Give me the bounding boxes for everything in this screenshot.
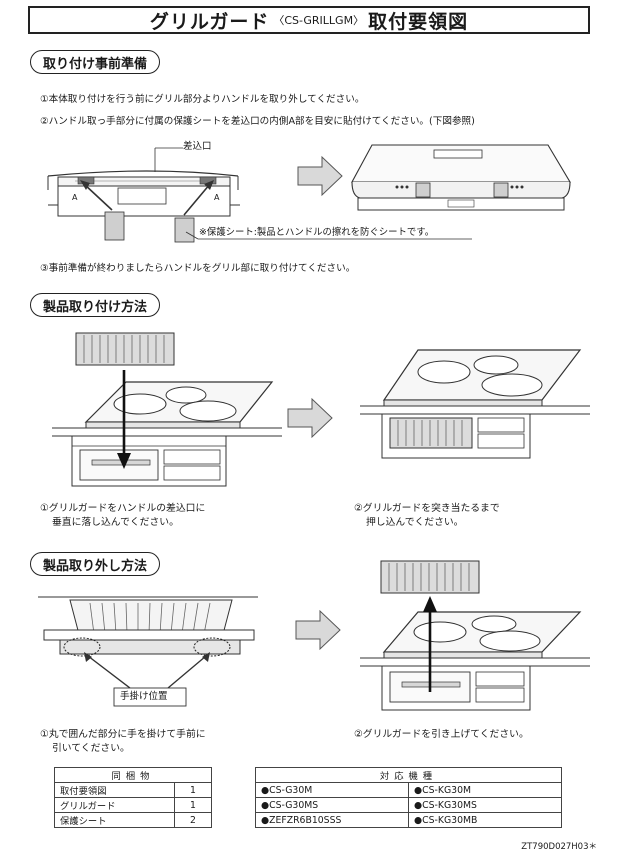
model-cell: ●CS-G30M: [255, 782, 409, 798]
install-caption-1-line1: ①グリルガードをハンドルの差込口に: [40, 503, 206, 514]
model-cell: ●CS-KG30MB: [408, 812, 562, 828]
removal-caption-2: ②グリルガードを引き上げてください。: [354, 729, 529, 740]
model-name: ZEFZR6B10SSS: [269, 814, 342, 826]
install-caption-2-line2: 押し込んでください。: [366, 517, 464, 528]
label-a-left: A: [72, 193, 78, 202]
bullet-icon: ●: [414, 784, 423, 796]
section-heading-install: 製品取り付け方法: [30, 293, 161, 317]
label-grip-position: 手掛け位置: [120, 691, 168, 702]
table-row: 同梱物: [54, 767, 212, 783]
contents-table-header: 同梱物: [54, 767, 212, 783]
right-arrow-icon-2: [287, 397, 333, 439]
contents-qty: 1: [174, 797, 212, 813]
model-cell: ●CS-KG30MS: [408, 797, 562, 813]
document-code: ZT790D027H03＊: [521, 842, 597, 852]
prep-step-2: ②ハンドル取っ手部分に付属の保護シートを差込口の内側A部を目安に貼付けてください…: [40, 116, 475, 127]
models-table: 対応機種 ●CS-G30M ●CS-KG30M ●CS-G30MS ●CS-KG…: [255, 767, 562, 828]
right-arrow-icon-3: [295, 609, 341, 651]
section-heading-install-text: 製品取り付け方法: [43, 299, 148, 315]
model-name: CS-KG30MB: [422, 814, 478, 826]
model-cell: ●CS-KG30M: [408, 782, 562, 798]
title-box: グリルガード 〈CS-GRILLGM〉 取付要領図: [28, 6, 590, 34]
title-main-left: グリルガード: [149, 10, 270, 33]
removal-caption-1-line2: 引いてください。: [52, 743, 130, 754]
prep-step-3: ③事前準備が終わりましたらハンドルをグリル部に取り付けてください。: [40, 263, 356, 274]
contents-table: 同梱物 取付要領図 1 グリルガード 1 保護シート 2: [54, 767, 212, 828]
install-caption-1-line2: 垂直に落し込んでください。: [52, 517, 179, 528]
bullet-icon: ●: [414, 799, 423, 811]
title-main-right: 取付要領図: [368, 10, 469, 33]
bullet-icon: ●: [261, 799, 270, 811]
model-name: CS-G30M: [269, 784, 313, 796]
section-heading-prep: 取り付け事前準備: [30, 50, 161, 74]
section-heading-removal-text: 製品取り外し方法: [43, 558, 148, 574]
removal-caption-1-line1: ①丸で囲んだ部分に手を掛けて手前に: [40, 729, 206, 740]
table-row: ●CS-G30MS ●CS-KG30MS: [255, 797, 562, 813]
table-row: 対応機種: [255, 767, 562, 783]
install-caption-2-line1: ②グリルガードを突き当たるまで: [354, 503, 500, 514]
section-heading-prep-text: 取り付け事前準備: [43, 56, 148, 72]
contents-qty: 1: [174, 782, 212, 798]
bullet-icon: ●: [414, 814, 423, 826]
protective-sheet-note: ※保護シート:製品とハンドルの擦れを防ぐシートです。: [199, 227, 435, 238]
section-heading-removal: 製品取り外し方法: [30, 552, 161, 576]
right-arrow-icon-1: [297, 155, 343, 197]
table-row: 保護シート 2: [54, 812, 212, 828]
table-row: グリルガード 1: [54, 797, 212, 813]
model-cell: ●ZEFZR6B10SSS: [255, 812, 409, 828]
model-name: CS-G30MS: [269, 799, 319, 811]
contents-item: 保護シート: [54, 812, 175, 828]
contents-item: グリルガード: [54, 797, 175, 813]
table-row: 取付要領図 1: [54, 782, 212, 798]
label-inlet: 差込口: [183, 141, 212, 152]
model-cell: ●CS-G30MS: [255, 797, 409, 813]
model-name: CS-KG30M: [422, 784, 472, 796]
prep-step-1: ①本体取り付けを行う前にグリル部分よりハンドルを取り外してください。: [40, 94, 365, 105]
contents-qty: 2: [174, 812, 212, 828]
models-table-header: 対応機種: [255, 767, 562, 783]
table-row: ●ZEFZR6B10SSS ●CS-KG30MB: [255, 812, 562, 828]
bullet-icon: ●: [261, 784, 270, 796]
model-name: CS-KG30MS: [422, 799, 477, 811]
contents-item: 取付要領図: [54, 782, 175, 798]
title-model-code: 〈CS-GRILLGM〉: [273, 14, 365, 27]
label-a-right: A: [214, 193, 220, 202]
table-row: ●CS-G30M ●CS-KG30M: [255, 782, 562, 798]
bullet-icon: ●: [261, 814, 270, 826]
